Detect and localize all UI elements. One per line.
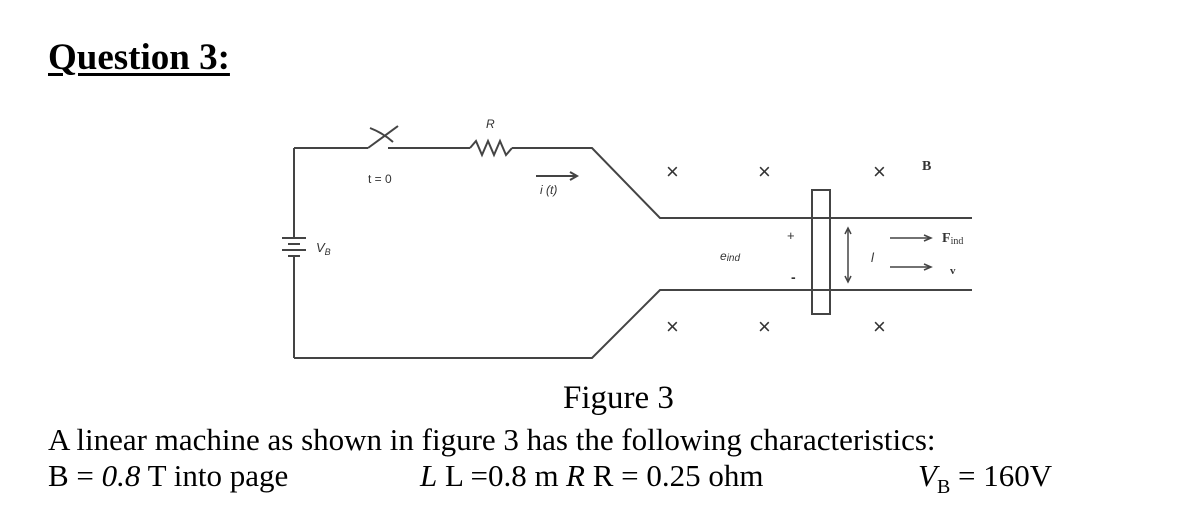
- source-label: VB: [316, 240, 331, 257]
- battery-icon: [282, 148, 306, 358]
- param-resistance: R R = 0.25 ohm: [566, 458, 764, 493]
- question-heading: Question 3:: [48, 37, 230, 78]
- current-label: i (t): [540, 183, 557, 197]
- top-rail: [512, 147, 972, 219]
- switch-icon: [367, 125, 470, 149]
- length-marker: [844, 226, 852, 284]
- emf-label: eind: [720, 249, 740, 264]
- param-length: L L =0.8 m: [420, 458, 559, 493]
- field-cross-bottom-3: ×: [873, 314, 886, 339]
- velocity-label: v: [950, 265, 956, 277]
- param-field-strength: B = 0.8 T into page: [48, 458, 289, 493]
- resistor-label: R: [486, 117, 495, 131]
- bottom-rail: [294, 289, 972, 359]
- current-arrow: [536, 171, 580, 181]
- force-arrow: [890, 234, 933, 242]
- field-cross-bottom-2: ×: [758, 314, 771, 339]
- parameters-row: B = 0.8 T into page L L =0.8 m R R = 0.2…: [0, 458, 1201, 498]
- minus-sign: -: [791, 269, 796, 285]
- velocity-arrow: [890, 263, 933, 271]
- field-cross-bottom-1: ×: [666, 314, 679, 339]
- length-label: l: [871, 250, 875, 265]
- field-cross-top-3: ×: [873, 159, 886, 184]
- resistor-icon: [469, 138, 513, 158]
- field-cross-top-2: ×: [758, 159, 771, 184]
- sliding-bar: [811, 189, 831, 315]
- field-label: B: [922, 159, 931, 174]
- field-cross-top-1: ×: [666, 159, 679, 184]
- param-voltage: VB = 160V: [918, 458, 1053, 499]
- switch-label: t = 0: [368, 172, 392, 186]
- force-label: Find: [942, 231, 963, 247]
- problem-description: A linear machine as shown in figure 3 ha…: [48, 422, 936, 457]
- plus-sign: +: [787, 228, 795, 243]
- figure-caption: Figure 3: [563, 380, 674, 416]
